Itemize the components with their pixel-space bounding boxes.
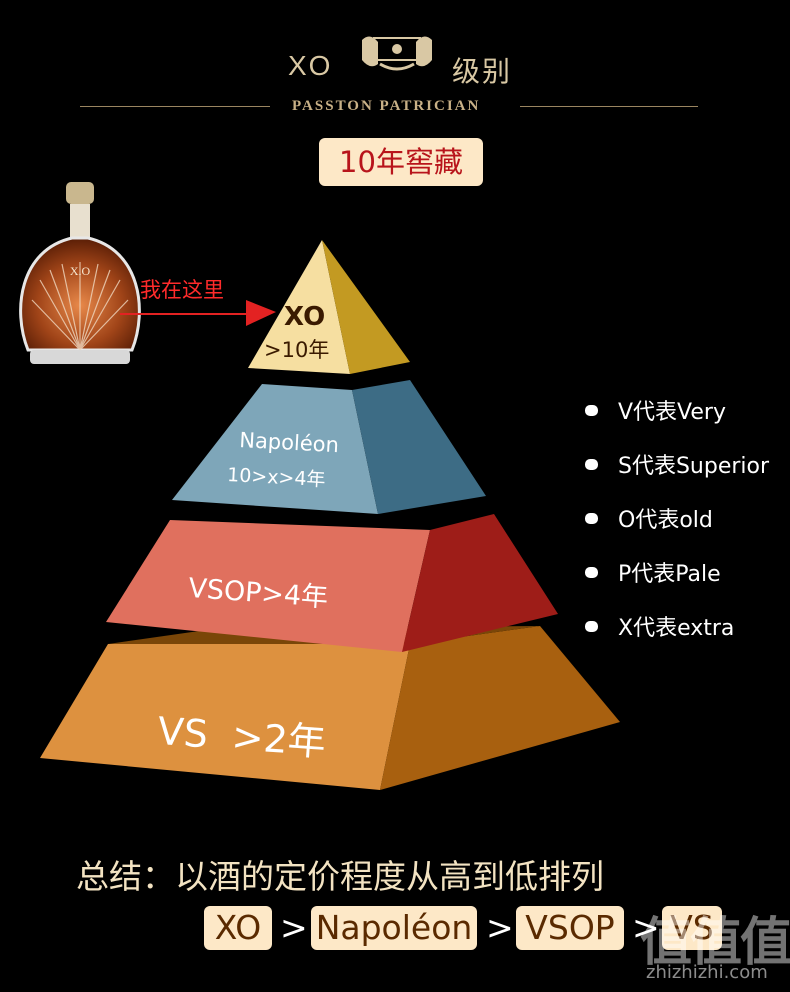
rank-chip-napoleon: Napoléon [311, 906, 477, 950]
legend-item: X代表extra [585, 610, 734, 642]
pointer-arrow-icon [120, 300, 276, 326]
bullet-icon [585, 404, 598, 416]
brand-name: PASSTON PATRICIAN [292, 98, 481, 114]
legend-item: P代表Pale [585, 556, 721, 588]
rank-separator: > [632, 908, 660, 947]
header-xo-text: XO [288, 50, 333, 81]
bullet-icon [585, 512, 598, 524]
summary-text: 总结：以酒的定价程度从高到低排列 [76, 857, 604, 896]
tier-vs-front [40, 644, 410, 790]
tier-vs-side [380, 626, 620, 790]
tier-xo-name: XO [284, 302, 326, 332]
watermark-logo: 值值值 [640, 913, 790, 973]
tier-vs-label: VS >2年 [156, 708, 328, 765]
rank-separator: > [280, 908, 308, 947]
bullet-icon [585, 458, 598, 470]
bullet-icon [585, 620, 598, 632]
legend-text: O代表old [618, 508, 713, 533]
brand-crest-logo [362, 36, 432, 71]
tier-xo-age: >10年 [264, 338, 330, 362]
legend-item: O代表old [585, 502, 713, 534]
legend-text: S代表Superior [618, 454, 770, 479]
tier-xo-side [322, 240, 410, 374]
header-level-text: 级别 [452, 55, 513, 88]
rank-separator: > [486, 908, 514, 947]
cognac-bottle-image: X.O [19, 182, 141, 364]
svg-text:X.O: X.O [70, 264, 91, 278]
tier-napoleon-side [352, 380, 486, 514]
rank-chip-vsop: VSOP [516, 906, 624, 950]
aging-badge: 10年窖藏 [319, 138, 483, 186]
tier-vsop-front [106, 520, 430, 652]
bullet-icon [585, 566, 598, 578]
legend-text: P代表Pale [618, 562, 721, 587]
tier-xo-front [248, 240, 350, 374]
tier-napoleon-front [172, 384, 378, 514]
legend-text: X代表extra [618, 616, 735, 641]
rank-chip-vs: VS [662, 906, 722, 950]
legend-text: V代表Very [618, 400, 726, 425]
header-right-rule [520, 106, 698, 107]
tier-napoleon-label: Napoléon [238, 428, 340, 458]
legend-item: V代表Very [585, 394, 726, 426]
pointer-label: 我在这里 [140, 278, 224, 302]
rank-chip-xo: XO [204, 906, 272, 950]
header-left-rule [80, 106, 270, 107]
legend-item: S代表Superior [585, 448, 769, 480]
tier-napoleon-age: 10>x>4年 [226, 463, 327, 492]
tier-vsop-side [402, 514, 558, 652]
watermark-url: zhizhizhi.com [646, 962, 768, 983]
